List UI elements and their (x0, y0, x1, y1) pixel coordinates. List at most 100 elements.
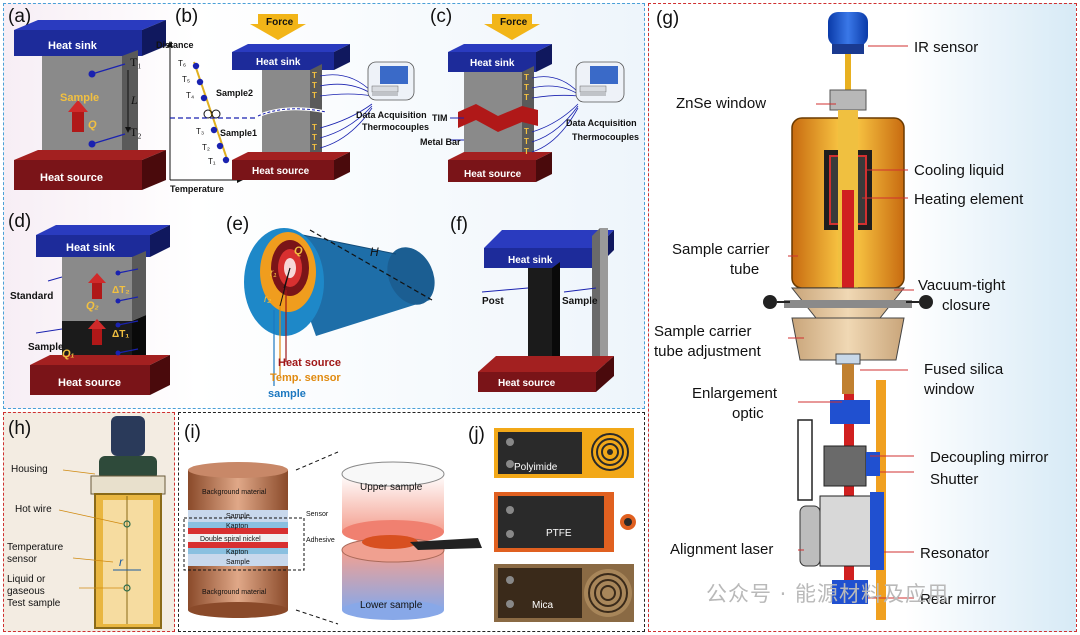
panel-label-c: (c) (430, 6, 453, 27)
b-sample1-label: Sample1 (220, 128, 257, 138)
i-background-bottom-label: Background material (202, 589, 267, 596)
svg-text:T: T (312, 143, 317, 152)
i-sensor-label: Sensor (306, 511, 329, 518)
j-mica-label: Mica (532, 600, 554, 611)
g-decoupling-mirror-label: Decoupling mirror (930, 449, 1048, 466)
svg-text:T: T (524, 93, 529, 102)
panel-label-g: (g) (656, 8, 680, 29)
h-housing-label: Housing (11, 464, 48, 475)
i-background-top-label: Background material (202, 489, 267, 496)
panel-label-f: (f) (450, 214, 468, 235)
panel-label-h: (h) (8, 418, 32, 439)
e-temp-sensor-label: Temp. sensor (270, 372, 341, 384)
i-upper-sample-label: Upper sample (360, 482, 423, 493)
panel-e-diagram: Q r₁ r₂ H Heat source Temp. sensor sampl… (244, 228, 435, 400)
g-cooling-liquid-label: Cooling liquid (914, 162, 1004, 179)
svg-text:T: T (524, 147, 529, 156)
b-t5-label: T₅ (182, 75, 190, 84)
b-t4-label: T₄ (186, 91, 194, 100)
svg-text:T: T (312, 133, 317, 142)
f-heat-sink-label: Heat sink (508, 255, 553, 266)
f-post-label: Post (482, 296, 504, 307)
g-resonator-label: Resonator (920, 545, 989, 562)
j-polyimide-label: Polyimide (514, 462, 558, 473)
d-q2-label: Q₂ (86, 300, 99, 312)
panel-f-diagram: Heat sink Heat source Post Sample (478, 228, 614, 392)
e-sample-label: sample (268, 388, 306, 400)
b-temperature-label: Temperature (170, 184, 224, 194)
g-alignment-laser-label: Alignment laser (670, 541, 773, 558)
svg-text:T: T (312, 81, 317, 90)
panel-b-diagram: Force Distance Temperature T₆ T₅ T₄ T₃ T… (156, 14, 429, 194)
panel-d-diagram: Heat sink Heat source Q₂ Q₁ ΔT₂ ΔT₁ Stan… (10, 225, 170, 395)
c-metal-bar-label: Metal Bar (420, 137, 461, 147)
i-lower-sample-label: Lower sample (360, 600, 423, 611)
panel-g-diagram: IR sensor ZnSe window Cooling liquid Hea… (654, 12, 1048, 620)
e-h-label: H (370, 245, 379, 259)
svg-text:T: T (312, 91, 317, 100)
d-dt1-label: ΔT₁ (112, 329, 129, 340)
h-hot-wire-label: Hot wire (15, 504, 52, 515)
g-heating-element-label: Heating element (914, 191, 1024, 208)
panel-j-diagram: Polyimide PTFE Mica (494, 428, 636, 622)
d-sample-label: Sample (28, 342, 64, 353)
i-sample-bottom-label: Sample (226, 559, 250, 566)
panel-label-b: (b) (175, 6, 199, 27)
g-znse-window-label: ZnSe window (676, 95, 766, 112)
c-data-acquisition-label: Data Acquisition (566, 118, 637, 128)
b-heat-source-label: Heat source (252, 166, 310, 177)
c-thermocouples-label: Thermocouples (572, 132, 639, 142)
e-r2-label: r₂ (264, 294, 271, 305)
svg-text:T: T (524, 73, 529, 82)
g-rear-mirror-label: Rear mirror (920, 591, 996, 608)
panel-a-diagram: Heat sink Heat source Sample Q T₁ L T₂ (14, 20, 166, 190)
i-kapton-bottom-label: Kapton (226, 549, 248, 556)
b-t1-label: T₁ (208, 157, 216, 166)
f-heat-source-label: Heat source (498, 378, 556, 389)
g-shutter-label: Shutter (930, 471, 978, 488)
j-ptfe-label: PTFE (546, 528, 572, 539)
a-heat-source-label: Heat source (40, 172, 103, 184)
a-l-label: L (130, 93, 138, 107)
d-heat-source-label: Heat source (58, 377, 121, 389)
b-t2-label: T₂ (202, 143, 210, 152)
i-adhesive-label: Adhesive (306, 537, 335, 544)
b-data-acquisition-label: Data Acquisition (356, 110, 427, 120)
a-sample-label: Sample (60, 92, 99, 104)
panel-label-a: (a) (8, 6, 32, 27)
a-t2-label: T₂ (130, 125, 142, 139)
g-ir-sensor-label: IR sensor (914, 39, 978, 56)
i-double-spiral-nickel-label: Double spiral nickel (200, 536, 261, 543)
a-q-label: Q (88, 119, 97, 131)
i-kapton-top-label: Kapton (226, 523, 248, 530)
d-heat-sink-label: Heat sink (66, 242, 116, 254)
b-heat-sink-label: Heat sink (256, 57, 301, 68)
panel-label-e: (e) (226, 214, 250, 235)
e-q-label: Q (294, 245, 303, 257)
c-heat-sink-label: Heat sink (470, 58, 515, 69)
h-r-label: r (119, 555, 124, 569)
d-standard-label: Standard (10, 291, 53, 302)
panel-label-j: (j) (468, 424, 485, 445)
svg-text:T: T (312, 71, 317, 80)
c-force-label: Force (500, 17, 528, 28)
e-heat-source-label: Heat source (278, 357, 341, 369)
svg-text:T: T (524, 83, 529, 92)
b-distance-label: Distance (156, 40, 194, 50)
a-t1-label: T₁ (130, 55, 142, 69)
f-sample-label: Sample (562, 296, 598, 307)
c-heat-source-label: Heat source (464, 169, 522, 180)
d-dt2-label: ΔT₂ (112, 285, 130, 296)
a-heat-sink-label: Heat sink (48, 40, 98, 52)
b-sample2-label: Sample2 (216, 88, 253, 98)
watermark-text: 公众号 · 能源材料及应用 (706, 582, 950, 606)
panel-c-diagram: Force Heat sink Heat source TIM Metal Ba… (420, 14, 639, 182)
d-q1-label: Q₁ (62, 348, 75, 360)
svg-text:T: T (524, 137, 529, 146)
